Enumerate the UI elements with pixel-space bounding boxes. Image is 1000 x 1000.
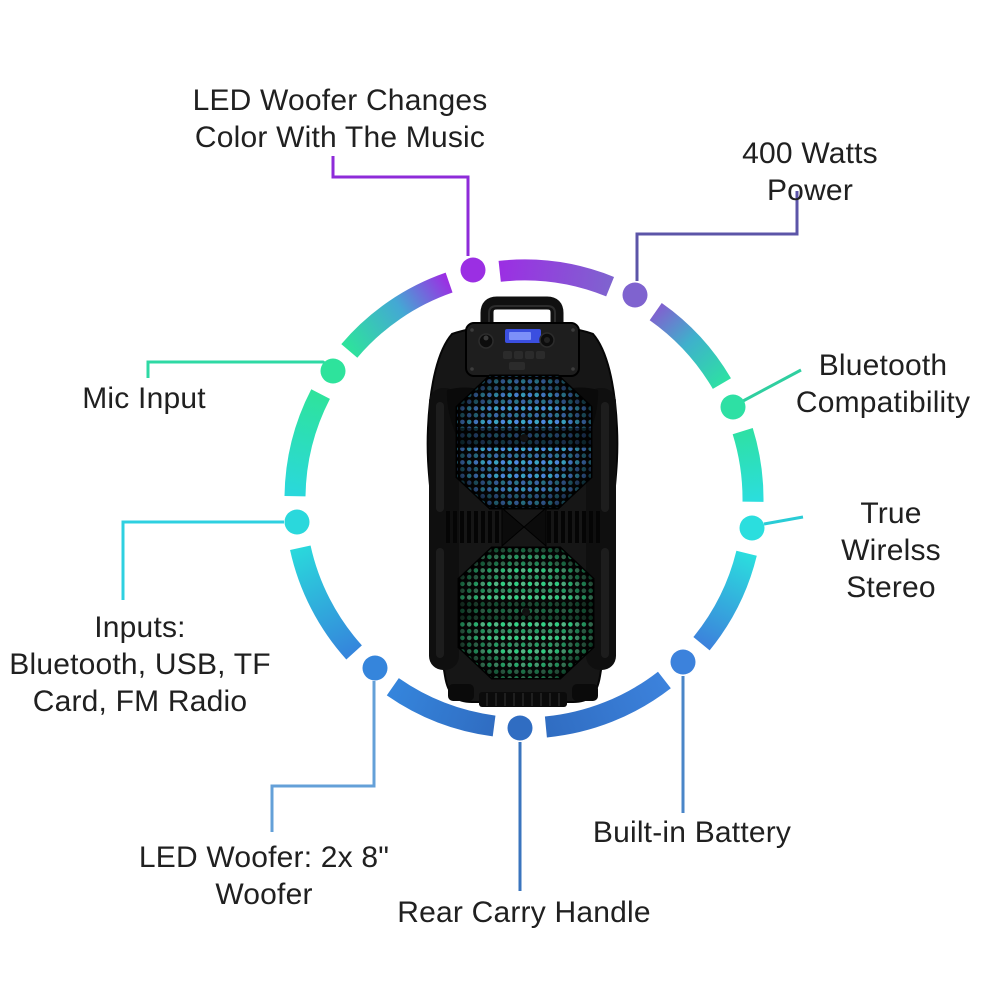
speaker-handle	[480, 296, 564, 339]
ring-arc-tws-to-battery	[693, 550, 757, 651]
ring-arc-watts-to-bluetooth	[649, 303, 731, 390]
label-watts-power: 400 Watts Power	[742, 137, 878, 207]
ring-arc-bluetooth-to-tws	[732, 427, 764, 502]
control-buttons	[503, 351, 545, 370]
connector-watts	[635, 191, 799, 281]
feature-dots	[284, 257, 765, 741]
label-inputs: Inputs: Bluetooth, USB, TF Card, FM Radi…	[9, 611, 271, 718]
connector-led-color	[331, 156, 470, 256]
dot-woofer-size	[362, 655, 388, 681]
connector-bluetooth	[742, 368, 802, 403]
side-rail-left	[429, 388, 459, 670]
control-panel	[465, 322, 580, 377]
feature-ring	[284, 259, 764, 738]
connector-mic	[146, 360, 332, 378]
label-rear-carry-handle: Rear Carry Handle	[397, 896, 651, 929]
panel-screws	[470, 328, 575, 371]
ring-arc-rear-to-woofer	[386, 678, 496, 737]
dot-led-color	[460, 257, 486, 283]
volume-knob	[478, 333, 494, 349]
label-built-in-battery: Built-in Battery	[592, 816, 792, 849]
bottom-woofer-grille	[457, 546, 595, 680]
label-led-woofer-size: LED Woofer: 2x 8" Woofer	[138, 841, 390, 911]
mid-vents-left	[446, 511, 499, 543]
dot-battery	[670, 649, 696, 675]
top-woofer-grille	[455, 374, 593, 510]
dot-inputs	[284, 509, 310, 535]
dot-true-wireless	[739, 515, 765, 541]
ring-arc-mic-to-top	[341, 272, 453, 358]
connector-inputs	[121, 520, 284, 600]
ring-arc-battery-to-rear	[544, 671, 671, 738]
mid-vents-right	[547, 511, 600, 543]
ring-arc-top-to-watts	[498, 259, 615, 297]
speaker-base	[479, 692, 567, 707]
speaker-foot-left	[448, 684, 474, 701]
dot-watts	[622, 282, 648, 308]
vent-bowtie	[501, 506, 547, 548]
speaker-illustration	[426, 296, 619, 707]
dot-bluetooth	[720, 394, 746, 420]
speaker-foot-right	[572, 684, 598, 701]
connector-lines	[121, 156, 804, 891]
label-led-woofer-color: LED Woofer Changes Color With The Music	[192, 84, 488, 154]
ring-arc-woofer-to-inputs	[290, 545, 362, 660]
ring-arc-inputs-to-mic	[284, 389, 330, 497]
connector-true-wireless	[763, 515, 804, 526]
label-true-wireless-stereo: True Wirelss Stereo	[841, 497, 941, 604]
dot-rear-handle	[507, 715, 533, 741]
label-bluetooth-compatibility: Bluetooth Compatibility	[795, 349, 971, 419]
connector-woofer-size	[270, 681, 376, 832]
dot-mic	[320, 358, 346, 384]
speaker-handle-highlight	[488, 305, 556, 330]
label-mic-input: Mic Input	[82, 382, 206, 415]
